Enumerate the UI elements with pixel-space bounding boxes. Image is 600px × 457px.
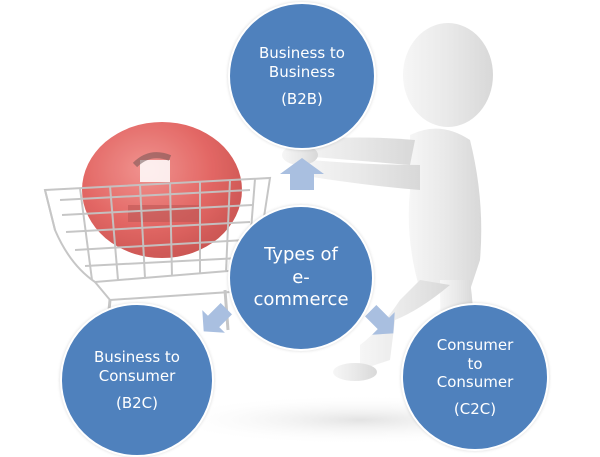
node-b2b-line-1: Business to [259,44,345,63]
arrow-down-left-to-b2c [202,303,232,333]
node-b2c-line-1: Business to [94,348,180,367]
center-line-2: e- [292,266,310,288]
node-c2c-line-3: Consumer [436,373,514,392]
arrow-up-to-b2b [280,158,324,190]
node-c2c: Consumer to Consumer (C2C) [401,303,549,451]
node-c2c-line-2: to [467,354,483,373]
node-c2c-abbr: (C2C) [453,400,497,419]
node-c2c-line-1: Consumer [436,335,514,354]
center-line-1: Types of [264,244,338,266]
node-b2b-abbr: (B2B) [281,89,323,108]
node-b2b-line-2: Business [268,63,336,81]
arrow-down-right-to-c2c [365,305,395,335]
shopping-cart [43,176,272,331]
node-b2c-line-2: Consumer [98,367,176,385]
red-e-letter [82,122,242,258]
node-b2c: Business to Consumer (B2C) [60,303,214,457]
node-b2c-abbr: (B2C) [115,393,158,412]
center-node-types-of-ecommerce: Types of e- commerce [228,205,374,351]
node-b2b: Business to Business (B2B) [228,2,376,150]
center-line-3: commerce [253,289,349,311]
